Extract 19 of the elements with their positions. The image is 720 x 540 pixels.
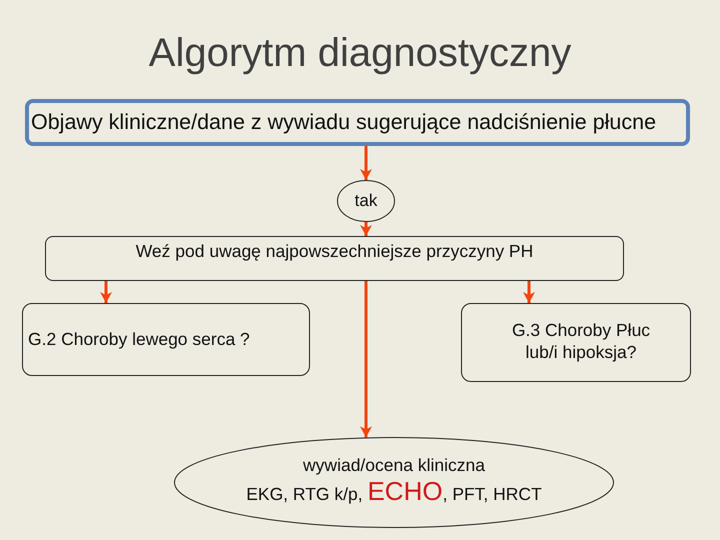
arrow — [360, 222, 372, 236]
node-text: EKG, RTG k/p, ECHO, PFT, HRCT — [246, 476, 542, 506]
arrow — [360, 146, 372, 180]
node-text: G.2 Choroby lewego serca ? — [28, 329, 250, 350]
terminal-ellipse — [174, 437, 614, 528]
arrow — [360, 281, 372, 438]
process-box — [461, 303, 691, 382]
process-box — [25, 99, 690, 146]
node-text: Weź pod uwagę najpowszechniejsze przyczyny PH — [136, 241, 534, 262]
process-box — [22, 303, 310, 376]
node-text: Objawy kliniczne/dane z wywiadu sugerujące nadciśnienie płucne — [31, 110, 656, 135]
arrow — [523, 281, 535, 303]
diagram-title: Algorytm diagnostyczny — [148, 30, 572, 76]
decision-ellipse — [337, 180, 395, 222]
node-text: wywiad/ocena kliniczna — [303, 454, 485, 476]
node-text: tak — [354, 191, 378, 211]
arrow — [100, 281, 112, 303]
process-box — [45, 236, 624, 281]
node-text: G.3 Choroby Płuc lub/i hipoksja? — [510, 318, 652, 362]
